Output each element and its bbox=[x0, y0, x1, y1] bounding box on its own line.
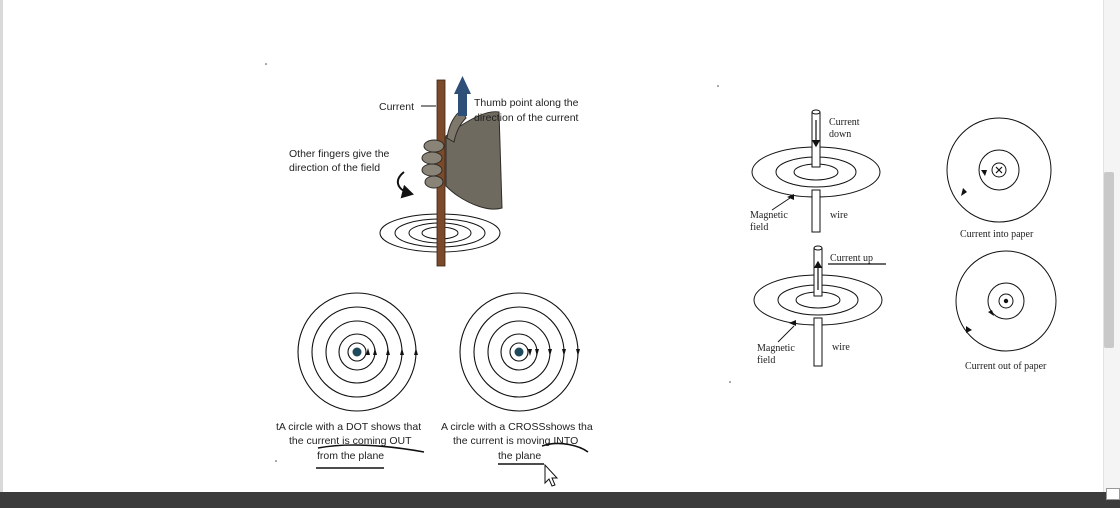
cross-mark bbox=[995, 166, 1003, 174]
cross-caption-line3: the plane bbox=[498, 450, 541, 462]
cross-caption-line1: A circle with a CROSSshows tha bbox=[441, 421, 593, 433]
field-label-down-line1: Magnetic bbox=[750, 210, 788, 221]
cross-center bbox=[514, 347, 524, 357]
magnetic-field-diagram: Current Thumb point along the direction … bbox=[265, 63, 1057, 487]
wire-current-up: Current up Magnetic field wire bbox=[753, 245, 886, 367]
current-down-line2: down bbox=[829, 129, 851, 140]
field-label-up-line1: Magnetic bbox=[757, 343, 795, 354]
current-into-paper: Current into paper bbox=[946, 117, 1052, 240]
into-paper-label: Current into paper bbox=[960, 229, 1034, 240]
fingers-label-line2: direction of the field bbox=[289, 162, 380, 174]
thumb-label-line1: Thumb point along the bbox=[474, 97, 579, 109]
dot-underline-1 bbox=[317, 444, 425, 453]
dot-caption-line1: tA circle with a DOT shows that bbox=[276, 421, 421, 433]
resize-corner[interactable] bbox=[1106, 488, 1120, 500]
dot-field-arrows-up bbox=[366, 348, 418, 355]
field-label-down-line2: field bbox=[750, 222, 768, 233]
cross-underline-1 bbox=[541, 442, 589, 453]
cross-field-arrows-down bbox=[528, 349, 580, 356]
curled-fingers bbox=[421, 139, 445, 189]
mouse-cursor bbox=[544, 463, 559, 487]
hand-shape bbox=[445, 111, 503, 210]
current-down-line1: Current bbox=[829, 117, 860, 128]
wire-label-up: wire bbox=[832, 342, 850, 353]
fingers-label-line1: Other fingers give the bbox=[289, 148, 390, 160]
thumb-arrow bbox=[454, 76, 471, 116]
curl-arrow bbox=[396, 171, 414, 199]
thumb-shape bbox=[446, 109, 467, 143]
out-dot bbox=[1003, 298, 1009, 304]
bottom-toolbar bbox=[0, 492, 1120, 508]
dot-caption-line3: from the plane bbox=[317, 450, 384, 462]
dot-caption-line2: the current is coming OUT bbox=[289, 435, 412, 447]
current-out-of-paper: Current out of paper bbox=[955, 250, 1057, 372]
page-left-edge bbox=[0, 0, 3, 492]
out-of-paper-label: Current out of paper bbox=[965, 361, 1047, 372]
right-hand-rule: Current Thumb point along the direction … bbox=[289, 76, 579, 267]
wire-label-down: wire bbox=[830, 210, 848, 221]
cross-caption-line2: the current is moving INTO bbox=[453, 435, 578, 447]
thumb-label-line2: direction of the current bbox=[474, 112, 579, 124]
cross-circle-diagram: A circle with a CROSSshows tha the curre… bbox=[441, 292, 593, 487]
vertical-scrollbar-thumb[interactable] bbox=[1104, 172, 1114, 348]
dot-center bbox=[352, 347, 362, 357]
wire-current-down: Current down Magnetic field wire bbox=[750, 109, 881, 233]
current-up-label: Current up bbox=[830, 253, 873, 264]
current-label: Current bbox=[379, 101, 414, 113]
field-label-up-line2: field bbox=[757, 355, 775, 366]
dot-circle-diagram: tA circle with a DOT shows that the curr… bbox=[276, 292, 425, 469]
